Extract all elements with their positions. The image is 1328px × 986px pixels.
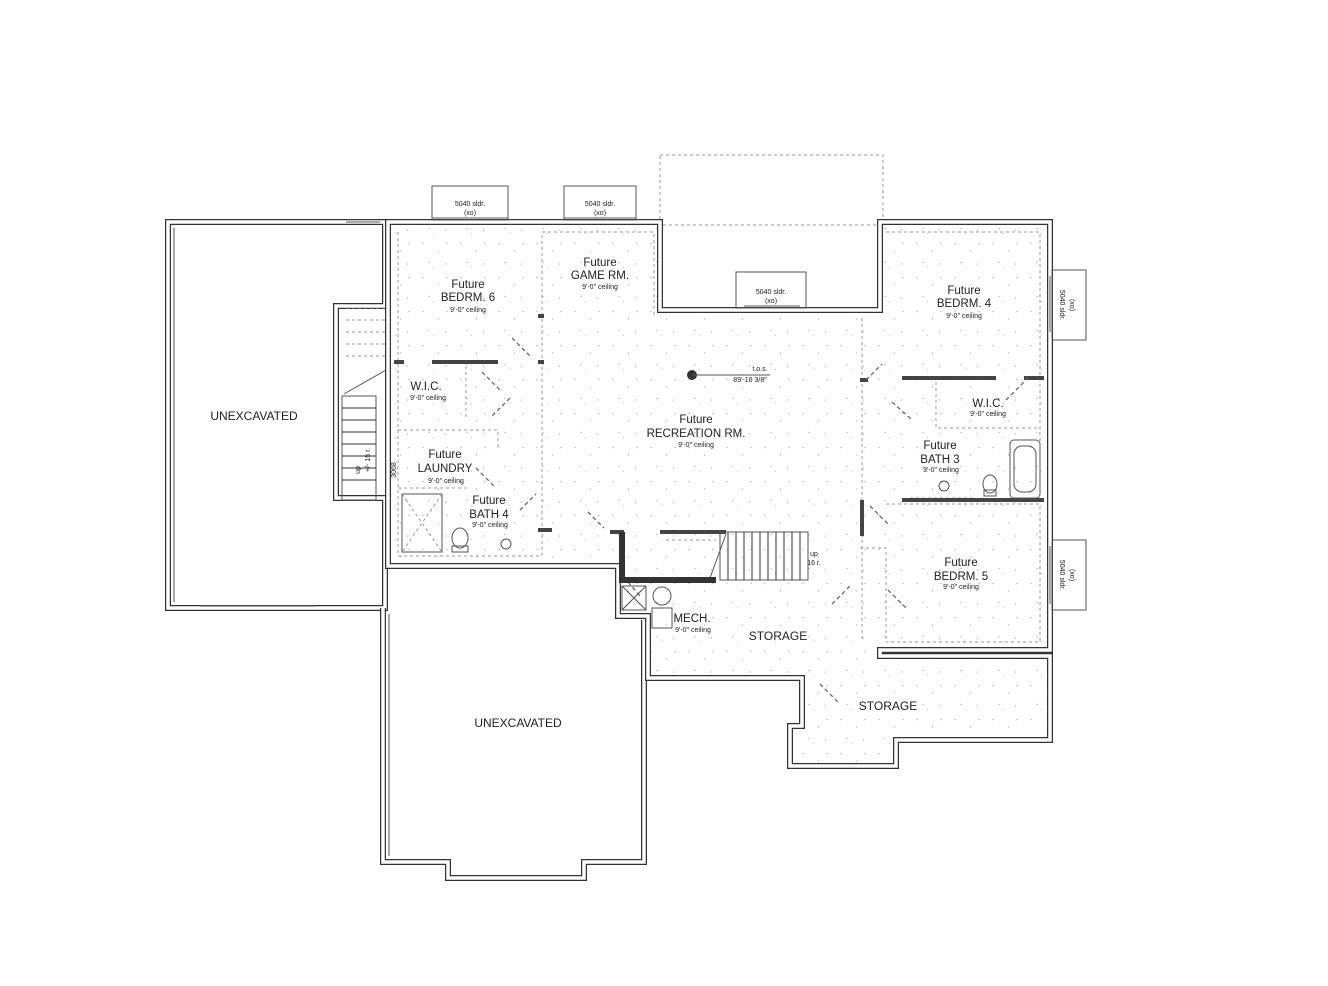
svg-text:Future: Future: [428, 449, 461, 461]
stair-left-label: up +/- 15 r.: [355, 448, 372, 474]
room-bedrm6: Future BEDRM. 6 9'-0" ceiling: [441, 279, 495, 314]
stair-left: [341, 307, 387, 501]
svg-text:9'-0" ceiling: 9'-0" ceiling: [946, 313, 982, 320]
door-code: 3068: [391, 462, 398, 478]
svg-text:Future: Future: [679, 414, 712, 426]
window-w4-label: 5040 sldr.: [1058, 290, 1065, 320]
room-laundry: Future LAUNDRY 9'-0" ceiling: [418, 449, 473, 485]
unexcavated-bottom-outline: [200, 605, 647, 881]
room-bedrm5: Future BEDRM. 5 9'-0" ceiling: [934, 557, 988, 591]
svg-text:9'-0" ceiling: 9'-0" ceiling: [582, 284, 618, 291]
svg-text:Future: Future: [451, 279, 484, 291]
svg-text:9'-0" ceiling: 9'-0" ceiling: [678, 442, 714, 449]
svg-text:BATH 3: BATH 3: [920, 454, 959, 466]
svg-text:9'-0" ceiling: 9'-0" ceiling: [410, 395, 446, 402]
window-w4-type: (xo): [1068, 299, 1075, 311]
room-mech: MECH. 9'-0" ceiling: [673, 613, 710, 634]
svg-text:UNEXCAVATED: UNEXCAVATED: [474, 716, 562, 730]
window-w1: 5040 sldr. (xo): [431, 185, 509, 221]
window-w2-type: (xo): [594, 210, 606, 217]
interior-future-walls: [397, 231, 1041, 643]
svg-text:W.I.C.: W.I.C.: [972, 398, 1003, 410]
room-bedrm4: Future BEDRM. 4 9'-0" ceiling: [937, 285, 992, 320]
basement-exterior-wall: [385, 219, 1053, 769]
finished-area-hatch: [392, 228, 1046, 763]
svg-text:STORAGE: STORAGE: [859, 699, 917, 713]
svg-text:GAME RM.: GAME RM.: [571, 270, 629, 282]
window-w3-label: 5040 sldr.: [756, 289, 786, 296]
window-w3: 5040 sldr. (xo): [735, 271, 807, 309]
door-swings: [475, 337, 1029, 703]
svg-text:+/- 15 r.: +/- 15 r.: [365, 448, 372, 472]
svg-text:t.o.s.: t.o.s.: [752, 366, 767, 373]
window-w1-type: (xo): [464, 210, 476, 217]
room-storage-right: STORAGE: [859, 699, 917, 713]
svg-text:BEDRM. 4: BEDRM. 4: [937, 298, 992, 310]
room-wic-right: W.I.C. 9'-0" ceiling: [970, 398, 1006, 418]
room-wic-left: W.I.C. 9'-0" ceiling: [410, 381, 446, 402]
svg-text:W.I.C.: W.I.C.: [410, 381, 441, 393]
elevation-marker: [687, 370, 770, 380]
svg-text:MECH.: MECH.: [673, 613, 710, 625]
svg-text:9'-0" ceiling: 9'-0" ceiling: [675, 627, 711, 634]
svg-text:UNEXCAVATED: UNEXCAVATED: [210, 409, 298, 423]
room-bath4: Future BATH 4 9'-0" ceiling: [469, 495, 509, 529]
svg-text:9'-0" ceiling: 9'-0" ceiling: [970, 411, 1006, 418]
svg-text:9'-0" ceiling: 9'-0" ceiling: [428, 478, 464, 485]
svg-text:RECREATION RM.: RECREATION RM.: [647, 428, 746, 440]
svg-text:Future: Future: [923, 440, 956, 452]
svg-text:Future: Future: [583, 257, 616, 269]
svg-text:STORAGE: STORAGE: [749, 629, 807, 643]
window-w5-type: (xo): [1068, 569, 1075, 581]
stair-center-label: up 16 r.: [807, 551, 821, 567]
window-w1-label: 5040 sldr.: [455, 201, 485, 208]
window-w5: 5040 sldr. (xo): [1049, 539, 1087, 611]
window-w2: 5040 sldr. (xo): [563, 185, 637, 221]
svg-text:Future: Future: [944, 557, 977, 569]
svg-text:9'-0" ceiling: 9'-0" ceiling: [923, 467, 959, 474]
svg-text:up: up: [355, 466, 362, 474]
svg-text:Future: Future: [947, 285, 980, 297]
bath-fixtures: [401, 439, 1041, 553]
deck-outline: [659, 154, 884, 226]
window-w3-type: (xo): [765, 298, 777, 305]
svg-text:LAUNDRY: LAUNDRY: [418, 463, 473, 475]
svg-text:Future: Future: [472, 495, 505, 507]
elevation-label: t.o.s. 89'-10 3/8": [733, 366, 767, 384]
room-unexcavated-bottom: UNEXCAVATED: [474, 716, 562, 730]
room-bath3: Future BATH 3 9'-0" ceiling: [920, 440, 959, 474]
svg-text:BEDRM. 6: BEDRM. 6: [441, 292, 495, 304]
room-storage-main: STORAGE: [749, 629, 807, 643]
room-recreation: Future RECREATION RM. 9'-0" ceiling: [647, 414, 746, 449]
svg-text:9'-0" ceiling: 9'-0" ceiling: [472, 522, 508, 529]
window-w4: 5040 sldr. (xo): [1049, 269, 1087, 341]
stair-center: [619, 531, 809, 583]
svg-text:16 r.: 16 r.: [807, 560, 821, 567]
svg-text:9'-0" ceiling: 9'-0" ceiling: [450, 307, 486, 314]
svg-text:89'-10 3/8": 89'-10 3/8": [733, 377, 767, 384]
svg-text:9'-0" ceiling: 9'-0" ceiling: [943, 584, 979, 591]
window-w5-label: 5040 sldr.: [1058, 560, 1065, 590]
window-w2-label: 5040 sldr.: [585, 201, 615, 208]
svg-text:BEDRM. 5: BEDRM. 5: [934, 571, 988, 583]
svg-text:BATH 4: BATH 4: [469, 509, 509, 521]
mech-equipment: [621, 585, 673, 629]
svg-text:up: up: [810, 551, 818, 558]
room-unexcavated-left: UNEXCAVATED: [210, 409, 298, 423]
room-gamerm: Future GAME RM. 9'-0" ceiling: [571, 257, 629, 291]
